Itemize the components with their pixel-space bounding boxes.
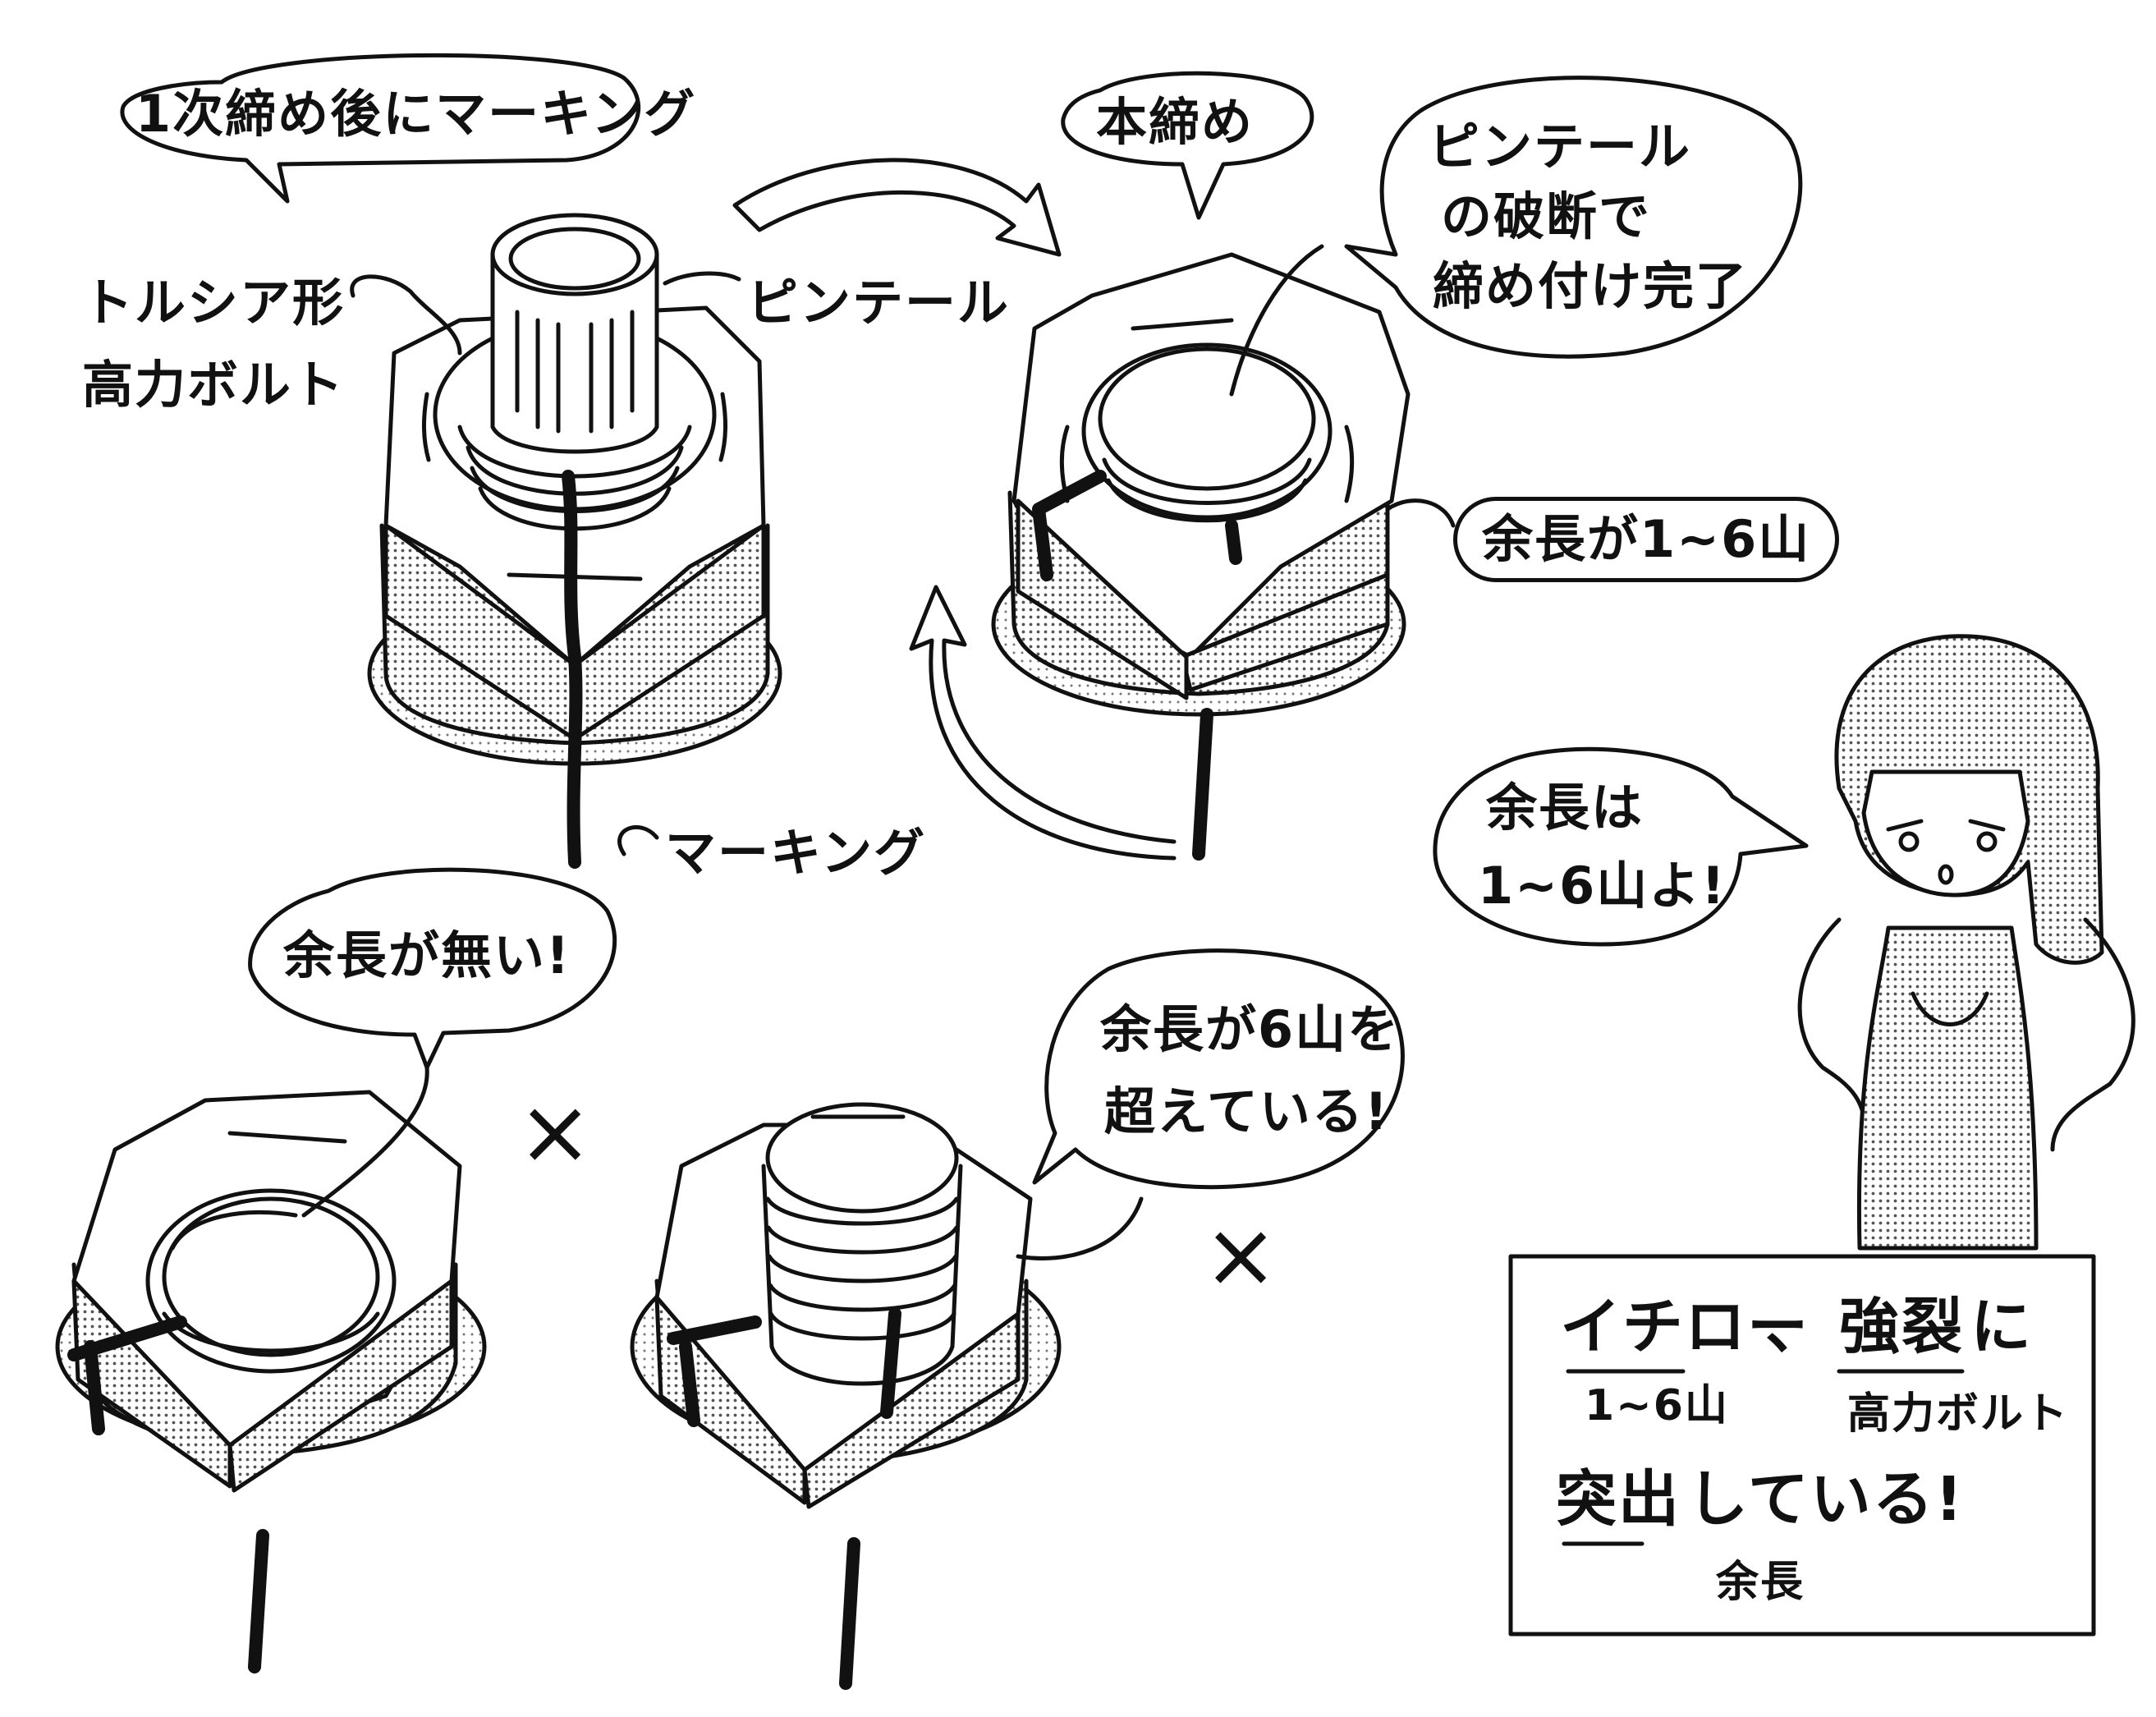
bubble-girl <box>1433 746 1809 947</box>
note-ruby-kyoretsu: 高力ボルト <box>1847 1389 2070 1439</box>
bolt-over-six <box>630 1102 1062 1690</box>
label-bolt-type-2: 高力ボルト <box>82 355 346 415</box>
bubble-final-tighten <box>1061 71 1314 220</box>
arrow-clockwise <box>732 158 1062 257</box>
note-ruby-tosshutsu: 余長 <box>1716 1558 1805 1607</box>
label-pintail: ピンテール <box>747 273 1011 333</box>
bubble-marking-after-first <box>120 53 640 204</box>
leader-marking <box>617 824 659 856</box>
bolt-before-tightening <box>367 213 782 869</box>
marking-line-1 <box>562 470 583 869</box>
note-line1-comma: 、 <box>1765 1292 1828 1362</box>
leader-bolt-type <box>350 274 462 356</box>
bubble-text-girl-2: 1~6山よ! <box>1478 856 1727 916</box>
bubble-pintail-break <box>1344 76 1803 359</box>
label-excess-range: 余長が1~6山 <box>1453 497 1840 582</box>
marking-line-2 <box>1032 470 1242 861</box>
leader-pintail <box>663 271 741 286</box>
label-bolt-type-1: トルシア形 <box>82 273 346 333</box>
leader-pintail-break <box>1229 244 1324 397</box>
note-line1-kyoretsu: 強裂 <box>1839 1292 1964 1362</box>
ng-mark-2: × <box>1203 1202 1281 1307</box>
bubble-text-over-six-2: 超えている! <box>1104 1081 1390 1141</box>
bolt-no-excess <box>55 1090 487 1673</box>
leader-no-excess <box>301 1065 429 1218</box>
note-line2-tosshutsu: 突出 <box>1556 1464 1681 1535</box>
ng-mark-1: × <box>517 1079 595 1184</box>
bubble-text-final-tighten: 本締め <box>1096 92 1255 152</box>
bubble-text-over-six-1: 余長が6山を <box>1100 999 1401 1059</box>
note-ruby-ichiro: 1~6山 <box>1585 1381 1729 1430</box>
note-line1-ni: に <box>1970 1292 2033 1362</box>
girl-character <box>1797 634 2135 1251</box>
bubble-text-girl-1: 余長は <box>1486 778 1645 838</box>
leader-over-six <box>1016 1196 1144 1260</box>
bolt-after-tightening <box>991 252 1411 861</box>
note-line2-rest: している! <box>1687 1464 1965 1535</box>
marking-line-4 <box>667 1307 901 1690</box>
label-marking: マーキング <box>665 823 927 883</box>
marking-line-3 <box>67 1315 269 1673</box>
bubble-text-pintail-break-1: ピンテール <box>1429 117 1692 177</box>
leader-excess <box>1385 498 1456 528</box>
bubble-text-pintail-break-2: の破断で <box>1441 186 1652 246</box>
bubble-text-pintail-break-3: 締め付け完了 <box>1433 256 1749 316</box>
arrow-rotate-up <box>909 585 1177 861</box>
bubble-text-no-excess: 余長が無い! <box>283 925 571 985</box>
note-line1-ichiro: イチロー <box>1560 1292 1810 1362</box>
bubble-no-excess <box>248 867 617 1070</box>
bubble-text-marking-after-first: 1次締め後にマーキング <box>135 84 697 144</box>
bubble-over-six <box>1032 948 1405 1190</box>
note-box-frame <box>1508 1254 2096 1637</box>
